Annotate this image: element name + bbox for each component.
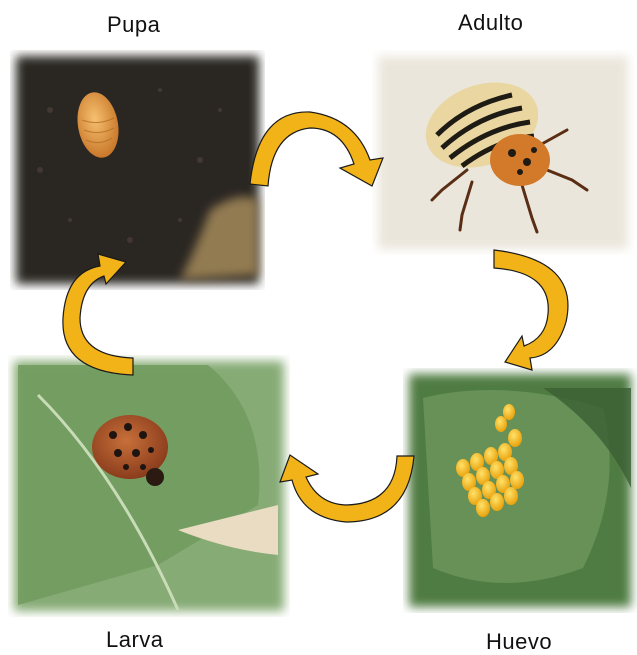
arrow-huevo-to-larva bbox=[280, 455, 414, 522]
arrow-adulto-to-huevo bbox=[494, 250, 568, 370]
arrow-pupa-to-adulto bbox=[250, 112, 383, 186]
arrow-larva-to-pupa bbox=[63, 254, 133, 375]
